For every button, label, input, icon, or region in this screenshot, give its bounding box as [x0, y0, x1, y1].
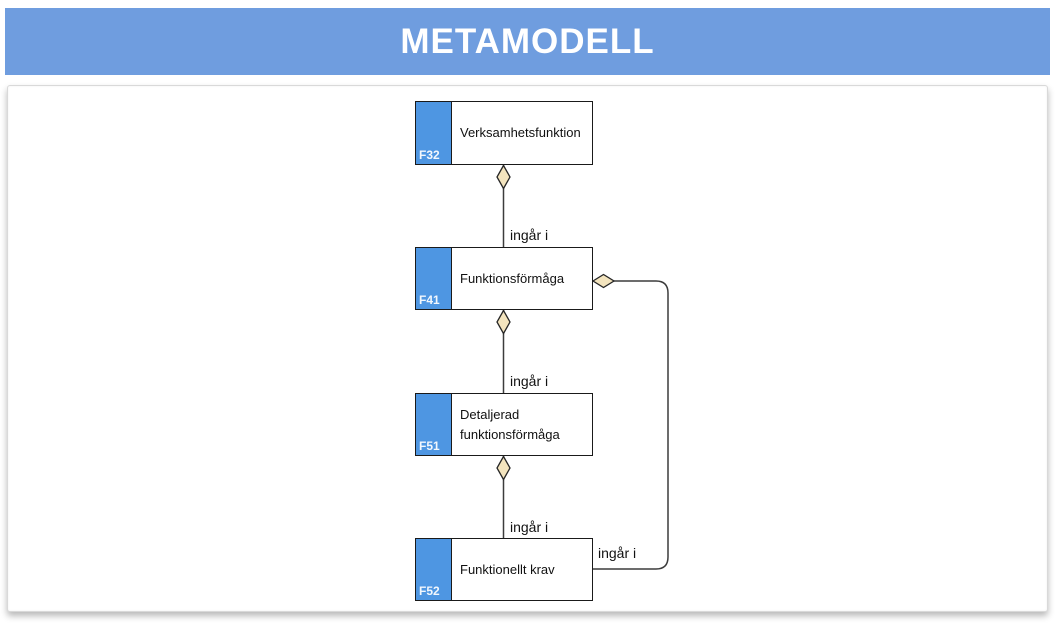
entity-code: F41: [419, 293, 440, 307]
entity-label: Funktionsförmåga: [460, 270, 565, 286]
entity-label: Funktionellt krav: [460, 561, 555, 577]
entity-box-detaljerad-funktionsformaga: F51 Detaljerad funktionsförmåga: [415, 393, 593, 456]
entity-label: Detaljerad funktionsförmåga: [460, 407, 560, 442]
entity-code: F51: [419, 439, 440, 453]
edge-label-ingar-i-3: ingår i: [510, 519, 549, 535]
edge-label-ingar-i-4: ingår i: [598, 545, 637, 561]
entity-code-tab: F51: [416, 394, 452, 455]
page-title: METAMODELL: [400, 21, 655, 61]
entity-code-tab: F52: [416, 539, 452, 600]
edge-label-ingar-i-1: ingår i: [510, 227, 549, 243]
entity-box-verksamhetsfunktion: F32 Verksamhetsfunktion: [415, 101, 593, 165]
entity-box-funktionellt-krav: F52 Funktionellt krav: [415, 538, 593, 601]
entity-code-tab: F32: [416, 102, 452, 164]
entity-box-funktionsformaga: F41 Funktionsförmåga: [415, 247, 593, 310]
entity-code: F52: [419, 584, 440, 598]
edge-label-ingar-i-2: ingår i: [510, 373, 549, 389]
entity-label: Verksamhetsfunktion: [460, 125, 581, 141]
entity-code: F32: [419, 148, 440, 162]
entity-code-tab: F41: [416, 248, 452, 309]
header-banner: METAMODELL: [5, 8, 1050, 75]
diagram-panel: [7, 85, 1048, 612]
